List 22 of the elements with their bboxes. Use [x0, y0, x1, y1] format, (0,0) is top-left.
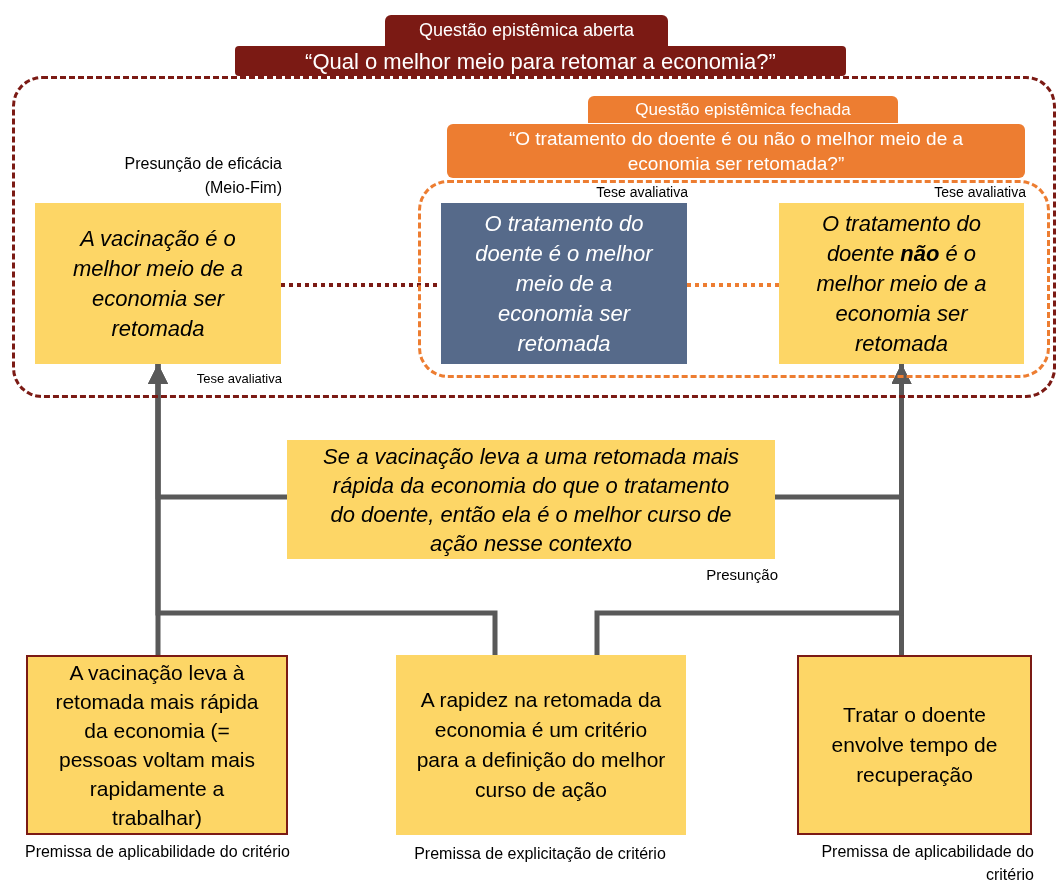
statement-box: A vacinação leva à retomada mais rápida da economia (= pessoas voltam mais rapidamente a trabalhar): [26, 655, 288, 835]
heading-tab: “O tratamento do doente é ou não o melhor meio de a economia ser retomada?”: [447, 124, 1025, 178]
statement-box: Tratar o doente envolve tempo de recuperação: [797, 655, 1032, 835]
role-label: Premissa de explicitação de critério: [413, 844, 667, 864]
heading-tab: “Qual o melhor meio para retomar a economia?”: [235, 46, 846, 76]
role-label: Premissa de aplicabilidade do critério: [24, 842, 290, 862]
role-label: Tese avaliativa: [195, 370, 282, 388]
arrow: [775, 364, 912, 500]
dotted-connector: [687, 283, 779, 287]
statement-box: A vacinação é o melhor meio de a economia ser retomada: [35, 203, 281, 364]
role-label: Presunção de eficácia (Meio-Fim): [123, 154, 282, 198]
heading-tab: Questão epistêmica fechada: [588, 96, 898, 123]
statement-box: O tratamento do doente não é o melhor meio de a economia ser retomada: [779, 203, 1024, 364]
role-label: Premissa de aplicabilidade do critério: [820, 842, 1034, 884]
statement-box: A rapidez na retomada da economia é um critério para a definição do melhor curso de ação: [396, 655, 686, 835]
role-label: Tese avaliativa: [933, 183, 1026, 202]
statement-box: Se a vacinação leva a uma retomada mais rápida da economia do que o tratamento do doente, então ela é o melhor curso de ação nesse contexto: [287, 440, 775, 559]
arrow: [148, 364, 287, 500]
role-label: Tese avaliativa: [595, 183, 688, 202]
statement-box: O tratamento do doente é o melhor meio de a economia ser retomada: [441, 203, 687, 364]
role-label: Presunção: [705, 565, 778, 585]
heading-tab: Questão epistêmica aberta: [385, 15, 668, 46]
